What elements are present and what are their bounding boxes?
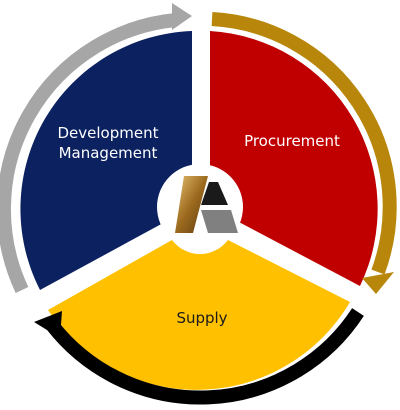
supply-segment <box>48 240 350 390</box>
development-label-line-2: Management <box>59 144 158 162</box>
supply-arrow <box>34 308 364 405</box>
development-segment <box>20 31 192 290</box>
procurement-segment <box>210 31 378 286</box>
supply-label-line-1: Supply <box>176 309 227 327</box>
triangle-a-logo-icon <box>175 176 238 233</box>
procurement-label-line-1: Procurement <box>244 132 340 150</box>
development-label-line-1: Development <box>58 124 159 142</box>
development-arrow <box>0 3 192 293</box>
procurement-arrow <box>211 12 397 294</box>
